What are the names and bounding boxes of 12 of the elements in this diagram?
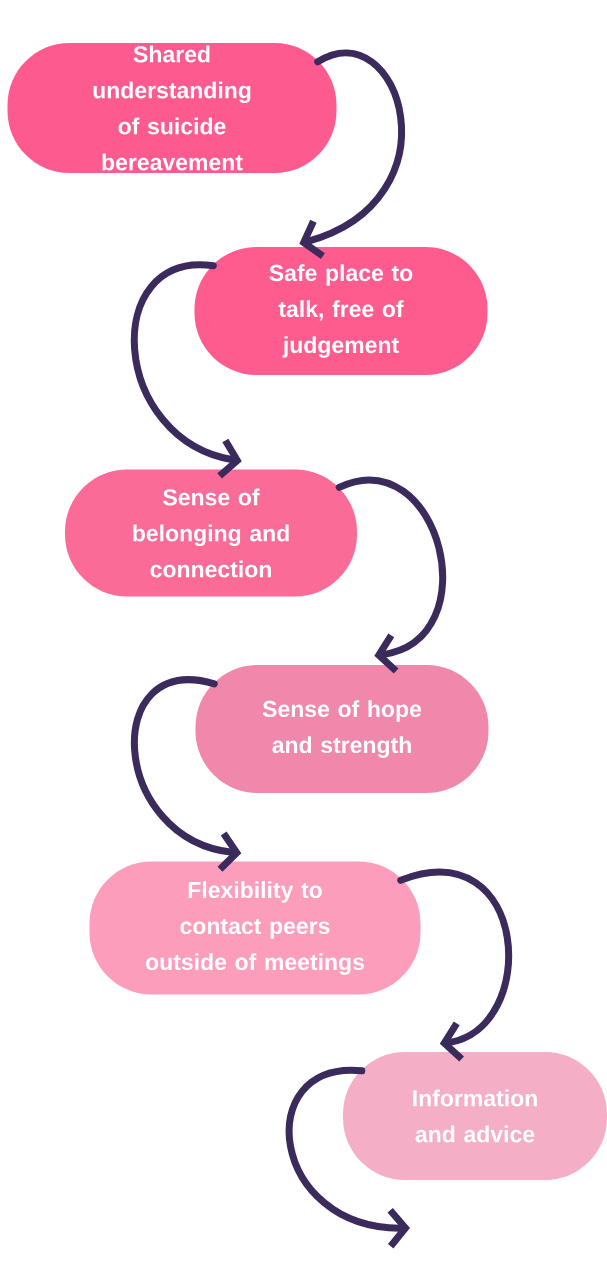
rounded-box: Sense of belonging and connection [65, 469, 357, 597]
curved-arrow [131, 676, 242, 872]
curved-arrow [131, 262, 242, 479]
rounded-box: Flexibility to contact peers outside of meetings [89, 861, 421, 995]
rounded-box: Sense of hope and strength [195, 665, 489, 793]
rounded-box: Information and advice [343, 1052, 607, 1180]
rounded-box: Shared understanding of suicide bereavement [7, 43, 337, 173]
curved-arrow [299, 50, 405, 259]
curved-arrow [397, 869, 513, 1062]
curved-arrow [335, 476, 446, 674]
rounded-box: Safe place to talk, free of judgement [194, 247, 488, 375]
curved-arrow [285, 1067, 410, 1249]
